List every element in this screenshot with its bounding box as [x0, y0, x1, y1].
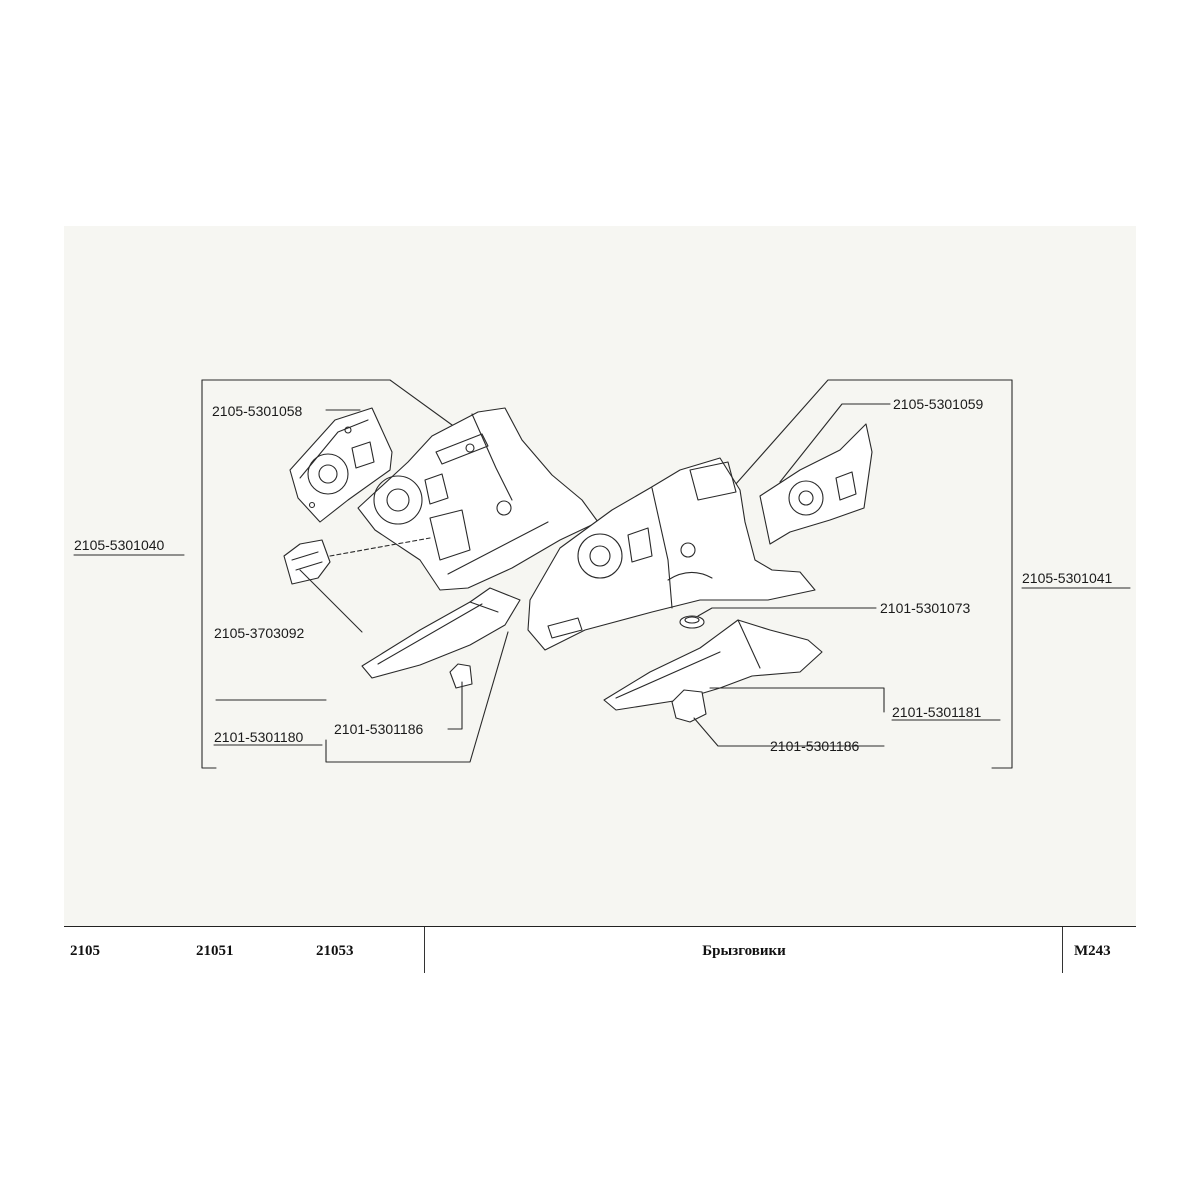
left-splash-panel	[289, 407, 393, 523]
cap-part	[679, 615, 705, 629]
right-group-bracket	[734, 379, 1013, 769]
label-mount-right: 2101-5301186	[770, 738, 859, 754]
label-cap: 2101-5301073	[880, 600, 971, 616]
right-mount	[671, 689, 707, 723]
right-splash-panel	[759, 423, 873, 545]
label-panel-left: 2105-5301058	[212, 403, 303, 419]
label-mount-left: 2101-5301186	[334, 721, 423, 737]
label-assembly-left: 2105-5301040	[74, 537, 165, 553]
footer-divider	[1062, 927, 1063, 973]
model-code: 21051	[196, 942, 234, 959]
label-assembly-right: 2105-5301041	[1022, 570, 1113, 586]
small-bracket	[283, 539, 331, 585]
model-code: 21053	[316, 942, 354, 959]
right-arch-assembly	[527, 457, 816, 651]
page-code: М243	[1074, 942, 1111, 959]
footer-divider	[424, 927, 425, 973]
section-title: Брызговики	[702, 942, 786, 959]
right-rail	[603, 619, 823, 711]
left-mount	[449, 663, 473, 689]
left-arch-assembly	[357, 407, 599, 591]
label-bracket: 2105-3703092	[214, 625, 305, 641]
part-labels: 2105-5301040 2105-5301041 2105-5301058 2…	[74, 396, 1113, 754]
leader-lines	[73, 403, 1131, 763]
label-panel-right: 2105-5301059	[893, 396, 984, 412]
model-code: 2105	[70, 942, 100, 959]
label-rail-left: 2101-5301180	[214, 729, 303, 745]
left-rail	[361, 587, 521, 679]
left-group-bracket	[201, 379, 471, 769]
page-footer: 2105 21051 21053 Брызговики М243	[64, 926, 1136, 975]
label-rail-right: 2101-5301181	[892, 704, 981, 720]
